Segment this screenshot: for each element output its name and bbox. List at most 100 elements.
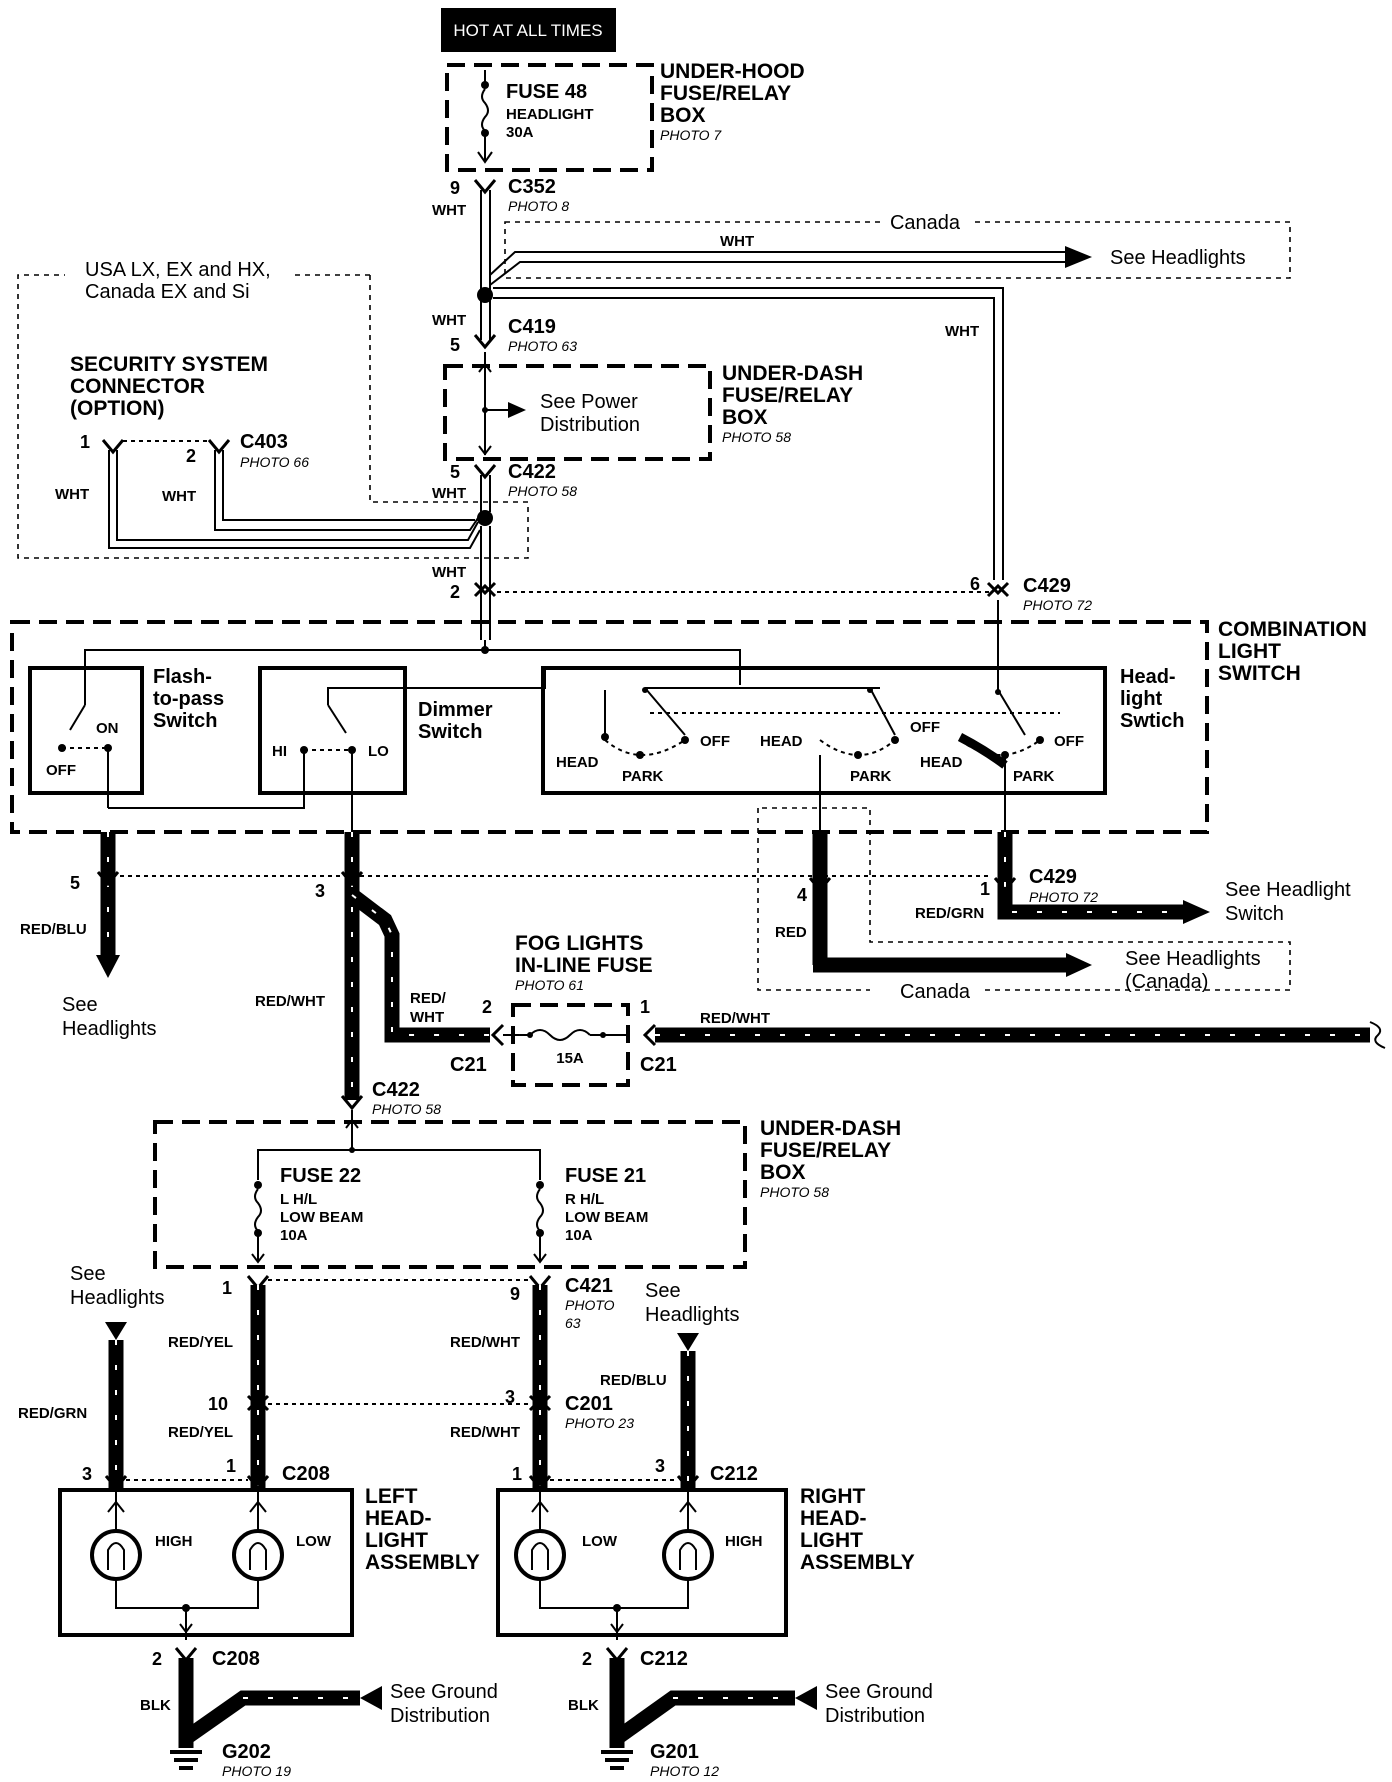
diagram-label: PHOTO 58: [508, 483, 577, 499]
splice-and-right-branch: WHT: [477, 287, 1004, 580]
fog-lights-inline-fuse: FOG LIGHTS IN-LINE FUSE PHOTO 61 15A 2 1…: [450, 932, 1386, 1087]
connector-c419: WHT 5 C419 PHOTO 63: [432, 300, 577, 355]
diagram-label: Distribution: [825, 1705, 925, 1727]
diagram-label: RED/GRN: [18, 1405, 87, 1422]
diagram-label: RED/WHT: [700, 1010, 770, 1027]
diagram-label: LEFT: [365, 1485, 418, 1508]
diagram-label: PHOTO 7: [660, 127, 722, 143]
diagram-label: FUSE/RELAY: [760, 1139, 891, 1162]
diagram-label: C352: [508, 176, 556, 198]
diagram-label: 1: [80, 432, 90, 452]
diagram-label: OFF: [910, 719, 940, 736]
diagram-label: UNDER-HOOD: [660, 60, 805, 83]
diagram-label: See: [62, 994, 98, 1016]
left-headlight-assembly: HIGH LOW LEFT HEAD- LIGHT ASSEMBLY: [58, 1485, 480, 1640]
diagram-label: See Headlights: [1125, 948, 1261, 970]
output-red-canada: 4 RED See Headlights (Canada): [775, 832, 1261, 993]
wht-to-combination-switch: WHT 2 6 C429 PHOTO 72: [432, 526, 1092, 690]
diagram-label: CONNECTOR: [70, 375, 205, 398]
diagram-label: LIGHT: [365, 1529, 428, 1552]
diagram-label: 1: [512, 1464, 522, 1484]
security-system-connector: USA LX, EX and HX, Canada EX and Si SECU…: [17, 259, 529, 559]
diagram-label: BLK: [568, 1697, 599, 1714]
diagram-label: R H/L: [565, 1191, 604, 1208]
combination-light-switch: COMBINATION LIGHT SWITCH: [10, 618, 1367, 834]
canada-region-bottom: Canada: [757, 807, 1291, 1003]
diagram-label: WHT: [432, 485, 466, 502]
diagram-label: 63: [565, 1315, 581, 1331]
diagram-label: FUSE/RELAY: [660, 82, 791, 105]
diagram-label: RED/WHT: [450, 1424, 520, 1441]
diagram-label: See Power: [540, 391, 638, 413]
diagram-label: C421: [565, 1275, 613, 1297]
diagram-label: BOX: [660, 104, 706, 127]
diagram-label: ON: [96, 720, 119, 737]
under-hood-fuse-relay-box: FUSE 48 HEADLIGHT 30A UNDER-HOOD FUSE/RE…: [445, 60, 805, 172]
diagram-label: PHOTO 58: [760, 1184, 829, 1200]
diagram-label: C429: [1029, 866, 1077, 888]
ground-g201: 2 C212 BLK See Ground Distribution G201 …: [568, 1647, 933, 1779]
diagram-label: RED/GRN: [915, 905, 984, 922]
diagram-label: Switch: [153, 710, 217, 732]
diagram-label: LIGHT: [1218, 640, 1281, 663]
diagram-label: PHOTO 63: [508, 338, 577, 354]
diagram-label: LOW BEAM: [280, 1209, 363, 1226]
connector-c429-bottom: 1 C429 PHOTO 72 RED/GRN See Headlight Sw…: [915, 832, 1351, 925]
diagram-label: FOG LIGHTS: [515, 932, 643, 955]
diagram-label: 1: [640, 997, 650, 1017]
diagram-label: BLK: [140, 1697, 171, 1714]
diagram-label: C212: [710, 1463, 758, 1485]
diagram-label: See Headlights: [1110, 247, 1246, 269]
diagram-label: 4: [797, 885, 807, 905]
diagram-label: LO: [368, 743, 389, 760]
diagram-label: See: [645, 1280, 681, 1302]
diagram-label: 1: [980, 879, 990, 899]
diagram-label: WHT: [720, 233, 754, 250]
diagram-label: 3: [315, 881, 325, 901]
diagram-label: C422: [508, 461, 556, 483]
connector-c212: 1 3 C212: [512, 1456, 758, 1491]
diagram-label: PHOTO 23: [565, 1415, 634, 1431]
diagram-label: WHT: [432, 202, 466, 219]
wht-main-feed: [480, 190, 491, 292]
diagram-label: Headlights: [645, 1304, 740, 1326]
diagram-label: HEAD-: [365, 1507, 432, 1530]
diagram-label: PHOTO 58: [372, 1101, 441, 1117]
diagram-label: 9: [450, 178, 460, 198]
diagram-label: PHOTO: [565, 1297, 615, 1313]
diagram-label: ASSEMBLY: [800, 1551, 915, 1574]
diagram-label: Distribution: [390, 1705, 490, 1727]
headlight-switch: Head- light Swtich HEAD PARK OFF HEAD PA…: [541, 666, 1184, 832]
diagram-label: HOT AT ALL TIMES: [453, 21, 602, 40]
diagram-label: G202: [222, 1741, 271, 1763]
diagram-label: HIGH: [155, 1533, 193, 1550]
diagram-label: 5: [450, 335, 460, 355]
diagram-label: 10: [208, 1394, 228, 1414]
diagram-label: C422: [372, 1079, 420, 1101]
wires-to-c201: RED/YEL RED/WHT 10 3 C201 PHOTO 23 RED/Y…: [168, 1285, 634, 1490]
diagram-label: PARK: [1013, 768, 1055, 785]
diagram-label: Flash-: [153, 666, 212, 688]
diagram-label: PARK: [850, 768, 892, 785]
diagram-label: 3: [505, 1387, 515, 1407]
diagram-label: See Headlight: [1225, 879, 1351, 901]
diagram-label: COMBINATION: [1218, 618, 1367, 641]
diagram-label: See Ground: [825, 1681, 933, 1703]
diagram-label: IN-LINE FUSE: [515, 954, 653, 977]
diagram-label: RED/YEL: [168, 1424, 233, 1441]
diagram-label: PHOTO 72: [1023, 597, 1092, 613]
diagram-label: OFF: [1054, 733, 1084, 750]
diagram-label: C419: [508, 316, 556, 338]
diagram-label: HEAD: [760, 733, 803, 750]
diagram-label: HEAD-: [800, 1507, 867, 1530]
diagram-label: WHT: [432, 312, 466, 329]
diagram-label: RED/WHT: [255, 993, 325, 1010]
diagram-label: 5: [70, 873, 80, 893]
diagram-label: Dimmer: [418, 699, 493, 721]
diagram-label: RED/WHT: [450, 1334, 520, 1351]
diagram-label: 15A: [556, 1050, 584, 1067]
diagram-label: LOW BEAM: [565, 1209, 648, 1226]
diagram-label: PHOTO 8: [508, 198, 569, 214]
diagram-label: C403: [240, 431, 288, 453]
